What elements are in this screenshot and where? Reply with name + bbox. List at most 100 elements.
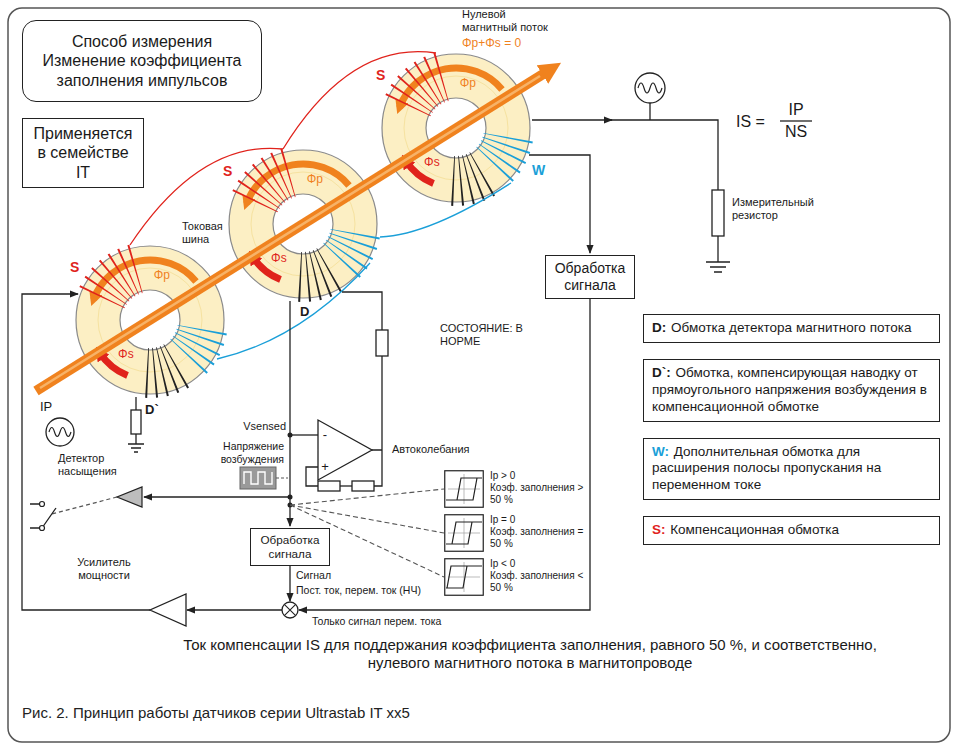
note-text: Ток компенсации IS для поддержания коэфф… [170, 636, 890, 672]
waveform-symbol [46, 418, 74, 446]
hysteresis-text: Ip < 0Коэф. заполнения < 50 % [490, 558, 586, 594]
amplifier-symbol [150, 594, 186, 626]
legend-box: D`:Обмотка, компенсирующая наводку от пр… [643, 359, 940, 422]
icon-frame [445, 515, 484, 552]
resistor-symbol [318, 481, 340, 491]
bus-label: Токовая шина [182, 220, 232, 246]
current-label: IP [40, 399, 52, 415]
waveform-trace [638, 83, 662, 93]
switch-symbol [30, 504, 56, 528]
formula-part: IS = [736, 112, 765, 131]
hysteresis-icon: Ip > 0Коэф. заполнения > 50 % [444, 470, 484, 508]
flux-symbol: Φs [424, 155, 440, 169]
flux-symbol: Φp [307, 172, 323, 186]
hysteresis-loop [446, 478, 482, 500]
state-text: Ip < 0 [490, 558, 586, 570]
wire [22, 294, 150, 610]
resistor-symbol [712, 190, 724, 236]
wire [299, 299, 590, 610]
wire [372, 356, 382, 450]
wire [717, 236, 718, 262]
resistor-symbol [131, 410, 141, 434]
waveform-symbol [635, 73, 665, 103]
figure-caption: Рис. 2. Принцип работы датчиков серии Ul… [22, 704, 410, 721]
winding-letter: S [376, 67, 385, 84]
summing-cross [284, 604, 295, 615]
box-text: Обработка сигнала [258, 533, 322, 561]
legend-letter: D: [652, 320, 666, 335]
state-text: Ip = 0 [490, 514, 586, 526]
amplifier-label: Усилитель мощности [62, 556, 146, 582]
opamp-symbol [318, 420, 372, 480]
wire [306, 467, 318, 486]
process-box: Обработка сигнала [545, 255, 635, 299]
legend-letter: D`: [652, 365, 671, 380]
flux-symbol: Φs [271, 251, 287, 265]
wire [374, 450, 382, 486]
winding-letter: W [532, 162, 545, 179]
hysteresis-icon [444, 558, 484, 596]
flux-formula: Φp+Φs = 0 [462, 36, 521, 50]
winding-letter: S [70, 259, 79, 276]
excitation-label: Напряжение возбуждения [206, 440, 284, 465]
state-label: СОСТОЯНИЕ: В НОРМЕ [440, 322, 530, 348]
legend-text: Обмотка детектора магнитного потока [671, 320, 911, 335]
winding-wire [380, 183, 511, 237]
detector-label: Детектор насыщения [58, 452, 140, 478]
hysteresis-icon [444, 514, 484, 552]
wire [529, 155, 590, 253]
winding-wire [283, 52, 436, 149]
winding-wire [217, 263, 370, 359]
flux-note: Нулевой магнитный поток [462, 8, 554, 34]
box-text: Применяется в семействе IT [30, 124, 136, 182]
signal-label: Сигнал [296, 569, 331, 582]
legend-text: Дополнительная обмотка для расширения по… [652, 444, 881, 493]
icon-frame [445, 559, 484, 596]
winding-letter: D` [145, 402, 159, 418]
legend-letter: W: [652, 444, 669, 459]
excitation-link [276, 477, 288, 478]
wire [340, 485, 352, 486]
hysteresis-text: Ip > 0Коэф. заполнения > 50 % [490, 470, 586, 506]
hysteresis-icon: Ip = 0Коэф. заполнения = 50 % [444, 514, 484, 552]
wire [342, 292, 382, 330]
ground-symbol [706, 262, 730, 272]
method-box: Способ измеренияИзменение коэффициента з… [22, 20, 262, 102]
fraction-bar [780, 120, 812, 121]
legend-letter: S: [652, 522, 666, 537]
formula-part: NS [785, 122, 807, 141]
legend-box: S:Компенсационная обмотка [643, 516, 940, 545]
icon-frame [445, 471, 484, 508]
wire [144, 496, 290, 497]
flux-symbol: Φp [154, 268, 170, 282]
hysteresis-text: Ip = 0Коэф. заполнения = 50 % [490, 514, 586, 550]
signal-label: Пост. ток, перем. ток (НЧ) [296, 584, 421, 597]
ground-symbol [128, 434, 144, 452]
switch-contact [40, 526, 45, 531]
wire [532, 119, 612, 120]
oscillator-label: Автоколебания [392, 443, 470, 456]
hysteresis-loop [446, 566, 482, 588]
control-link [52, 497, 117, 514]
wire [290, 434, 318, 435]
pin-sign: - [323, 427, 327, 443]
process-box: Обработка сигнала [250, 528, 330, 566]
winding-letter: D [300, 304, 309, 320]
wire [289, 301, 290, 526]
junction-dot [288, 433, 293, 438]
wire [187, 609, 282, 610]
flux-symbol: Φs [118, 347, 134, 361]
state-text: Коэф. заполнения < 50 % [490, 570, 586, 594]
hysteresis-loop [446, 522, 482, 544]
excitation-symbol [240, 467, 276, 489]
box-text: Обработка сигнала [553, 260, 627, 294]
legend-text: Обмотка, компенсирующая наводку от прямо… [652, 365, 927, 414]
legend-box: W:Дополнительная обмотка для расширения … [643, 438, 940, 501]
state-text: Коэф. заполнения > 50 % [490, 482, 586, 506]
square-wave [244, 472, 272, 484]
box-text: Способ измерения [72, 32, 212, 51]
pin-sign: + [321, 459, 329, 475]
formula-part: IP [788, 100, 803, 119]
resistor-symbol [352, 481, 374, 491]
